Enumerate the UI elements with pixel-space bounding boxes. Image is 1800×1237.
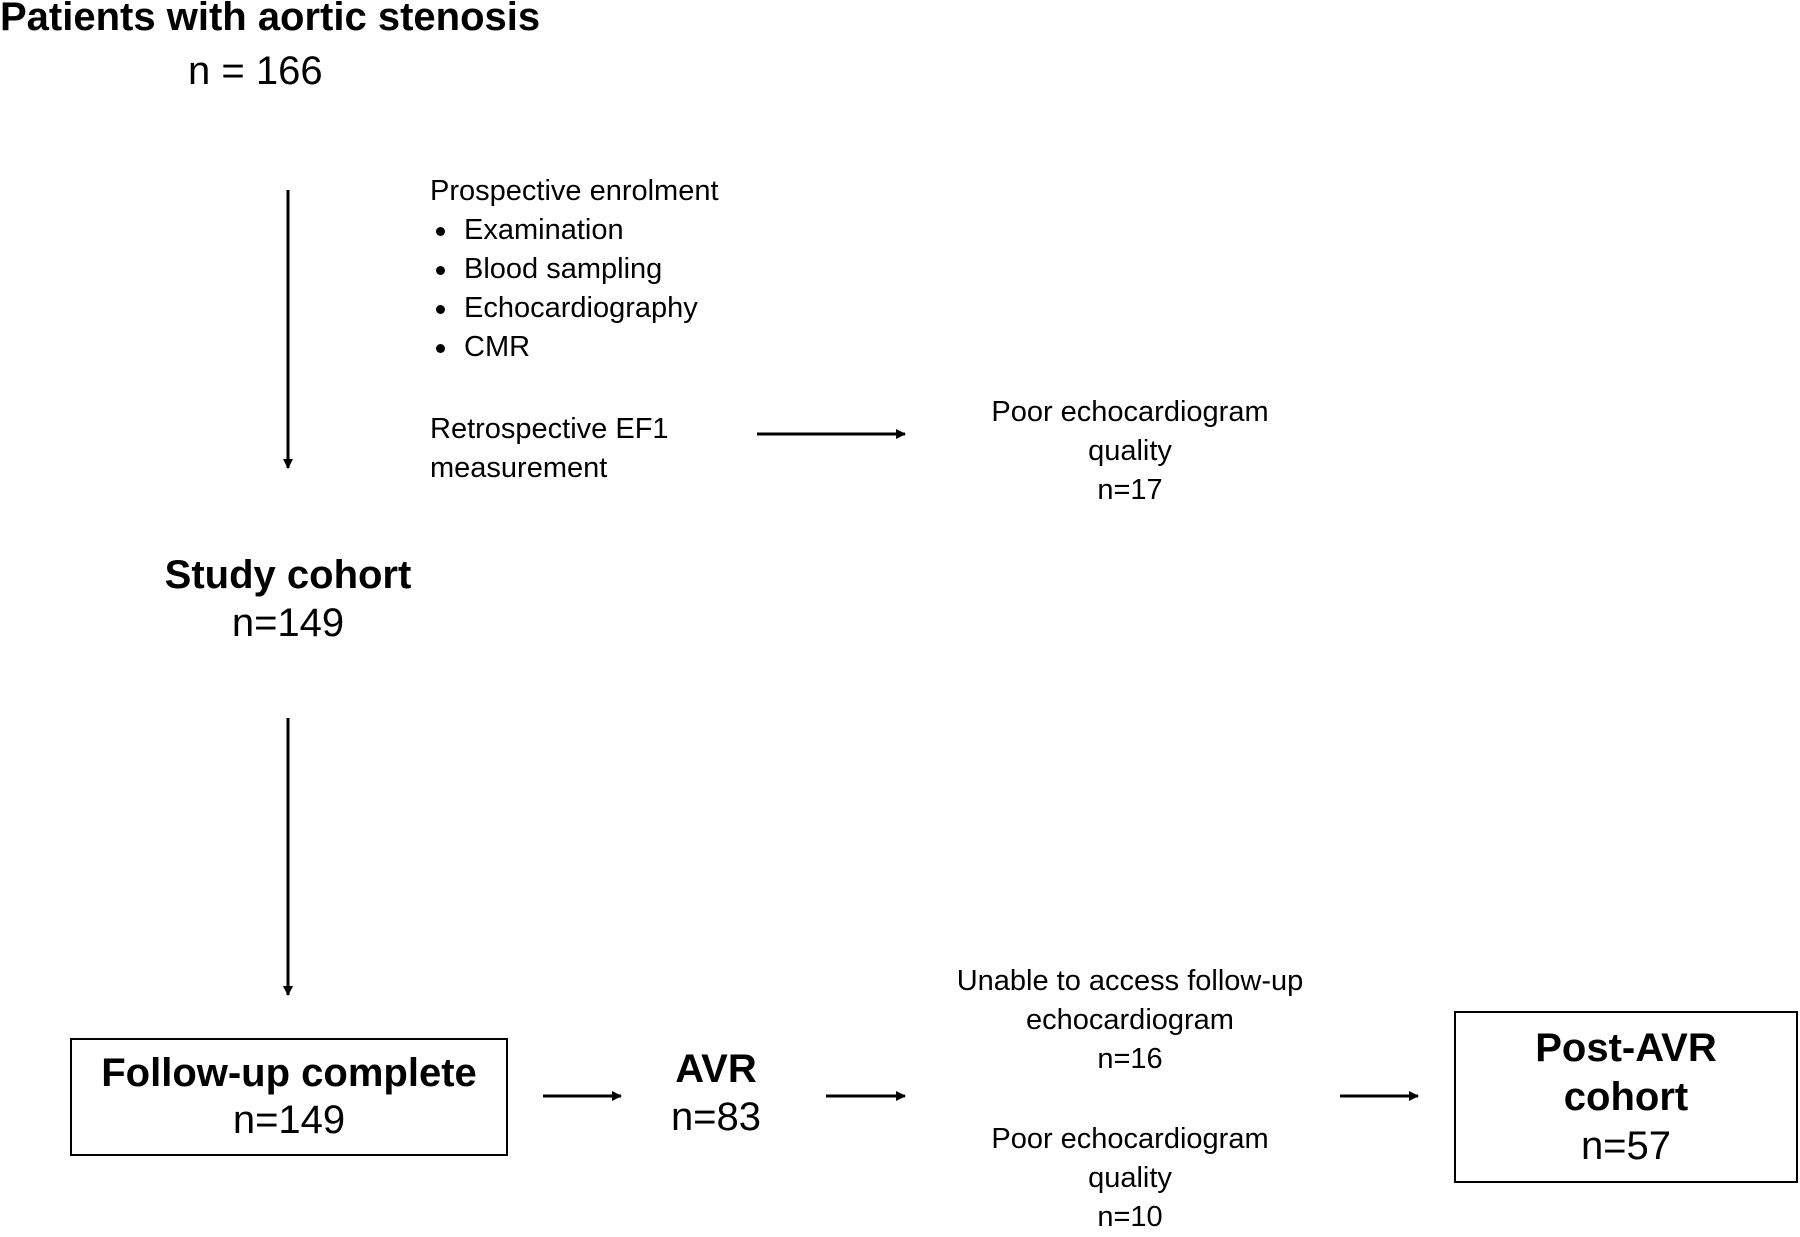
exclusion-1-count: n=17: [1097, 474, 1163, 506]
retrospective-block: Retrospective EF1 measurement: [430, 410, 669, 488]
post-avr-title: Post-AVR: [1535, 1025, 1717, 1070]
avr-title: AVR: [675, 1047, 757, 1091]
avr-block: AVR n=83: [640, 1046, 792, 1140]
avr-count: n=83: [670, 1095, 762, 1139]
study-cohort-block: Study cohort n=149: [138, 552, 438, 646]
enrolment-item: Blood sampling: [430, 250, 719, 289]
exclusion-2-count: n=16: [1097, 1043, 1163, 1075]
retrospective-line: Retrospective EF1: [430, 413, 669, 445]
enrolment-item: CMR: [430, 328, 719, 367]
post-avr-count: n=57: [1580, 1123, 1672, 1168]
top-count: n = 166: [188, 49, 323, 93]
enrolment-heading: Prospective enrolment: [430, 175, 719, 207]
exclusion-2-count: n=10: [1097, 1201, 1163, 1233]
exclusion-2-line: Poor echocardiogram: [991, 1123, 1269, 1155]
retrospective-line: measurement: [430, 452, 608, 484]
enrolment-block: Prospective enrolment Examination Blood …: [430, 172, 719, 367]
exclusion-2-poor: Poor echocardiogram quality n=10: [930, 1120, 1330, 1237]
exclusion-2-unable: Unable to access follow-up echocardiogra…: [900, 962, 1360, 1079]
top-title: Patients with aortic stenosis: [0, 0, 541, 39]
post-avr-box: Post-AVR cohort n=57: [1454, 1011, 1798, 1183]
post-avr-title-line2: cohort: [1563, 1074, 1689, 1119]
exclusion-1-line: Poor echocardiogram: [991, 396, 1269, 428]
exclusion-1-line: quality: [1088, 435, 1172, 467]
followup-title: Follow-up complete: [101, 1051, 477, 1095]
enrolment-item: Examination: [430, 211, 719, 250]
exclusion-2-line: quality: [1088, 1162, 1172, 1194]
exclusion-2-line: Unable to access follow-up: [956, 965, 1304, 997]
study-cohort-title: Study cohort: [164, 553, 412, 597]
enrolment-item: Echocardiography: [430, 289, 719, 328]
followup-box: Follow-up complete n=149: [70, 1038, 508, 1156]
followup-count: n=149: [232, 1098, 346, 1142]
study-cohort-count: n=149: [231, 601, 345, 645]
exclusion-1-block: Poor echocardiogram quality n=17: [930, 393, 1330, 510]
exclusion-2-line: echocardiogram: [1026, 1004, 1234, 1036]
enrolment-list: Examination Blood sampling Echocardiogra…: [430, 211, 719, 367]
